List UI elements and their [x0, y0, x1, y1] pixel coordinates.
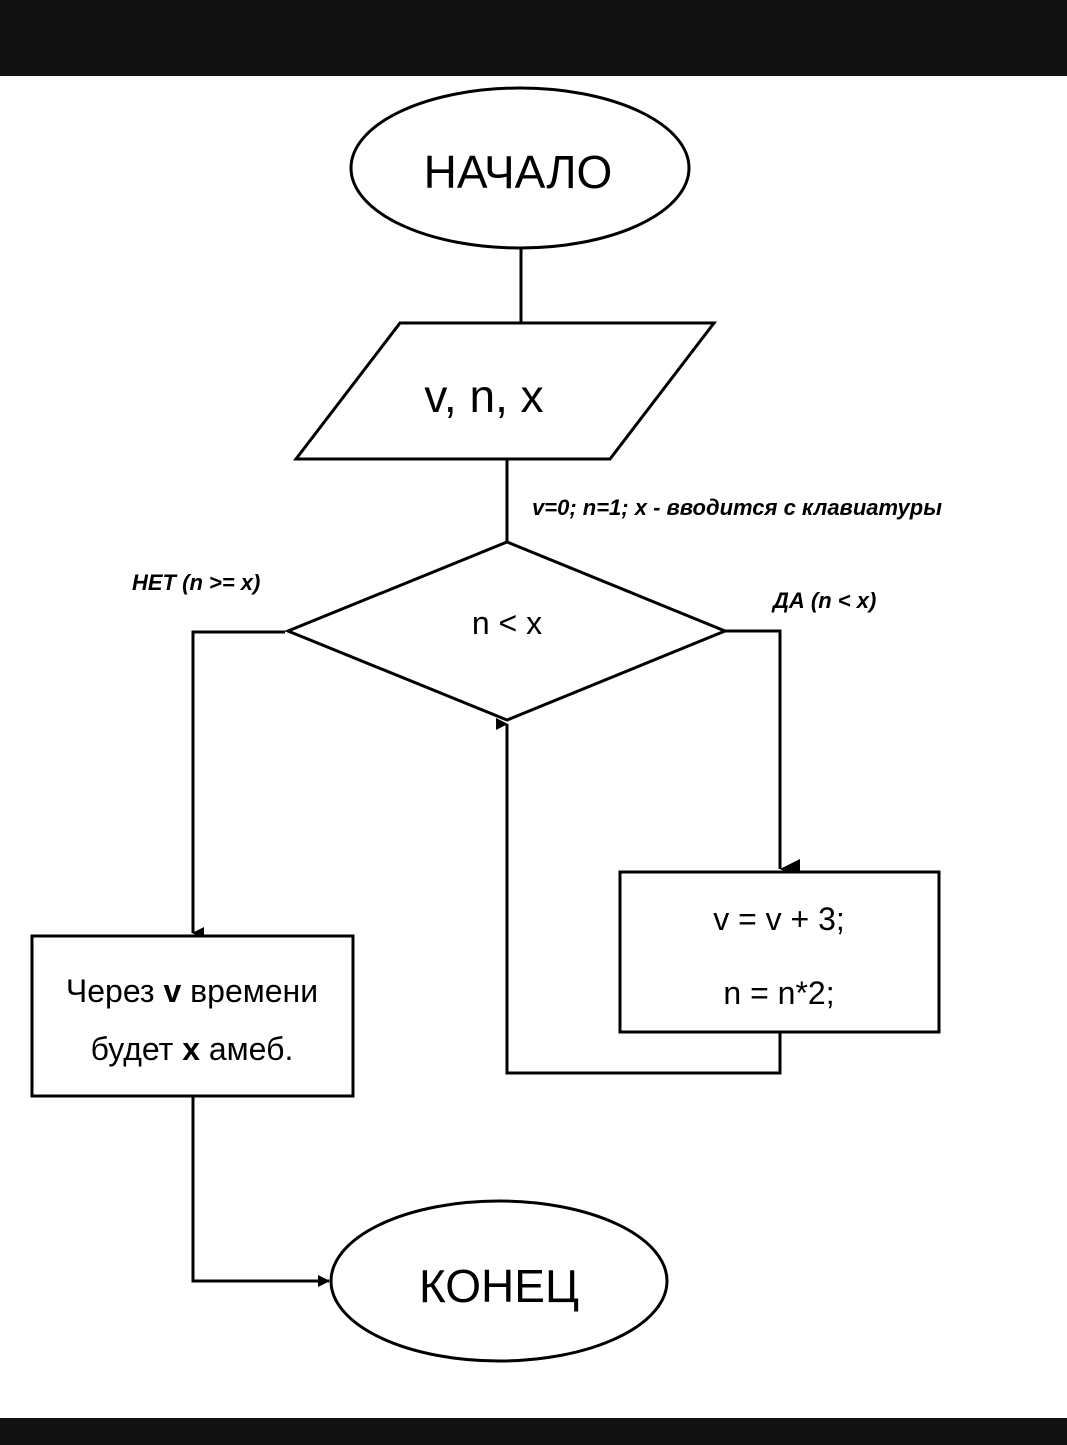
output-line-2: будет x амеб.: [91, 1031, 294, 1067]
process-line-2: n = n*2;: [723, 975, 834, 1011]
top-bar: [0, 0, 1067, 76]
output-line-2-var: x: [182, 1031, 200, 1067]
start-terminal: [349, 86, 691, 250]
connector-yes-branch: [725, 629, 800, 879]
input-block: [292, 321, 718, 461]
input-label: v, n, x: [424, 370, 543, 422]
start-label: НАЧАЛО: [424, 146, 613, 198]
condition-label: n < x: [472, 605, 542, 641]
output-line-2-after: амеб.: [200, 1031, 293, 1067]
process-block: [618, 870, 941, 1034]
end-terminal: [329, 1199, 669, 1363]
condition-diamond: [284, 540, 729, 722]
end-label: КОНЕЦ: [419, 1260, 579, 1312]
output-line-1: Через v времени: [66, 973, 318, 1009]
bottom-bar: [0, 1418, 1067, 1445]
output-line-1-before: Через: [66, 973, 164, 1009]
init-note: v=0; n=1; x - вводится с клавиатуры: [532, 495, 942, 520]
no-branch-label: НЕТ (n >= x): [132, 570, 260, 595]
output-line-1-var: v: [163, 973, 181, 1009]
output-line-1-after: времени: [181, 973, 318, 1009]
output-line-2-before: будет: [91, 1031, 183, 1067]
connector-loop-back: [496, 718, 782, 1075]
connector-no-branch: [191, 630, 285, 939]
output-block: [30, 934, 355, 1098]
process-line-1: v = v + 3;: [713, 901, 845, 937]
yes-branch-label: ДА (n < x): [771, 588, 876, 613]
connector-output-end: [191, 1097, 330, 1287]
